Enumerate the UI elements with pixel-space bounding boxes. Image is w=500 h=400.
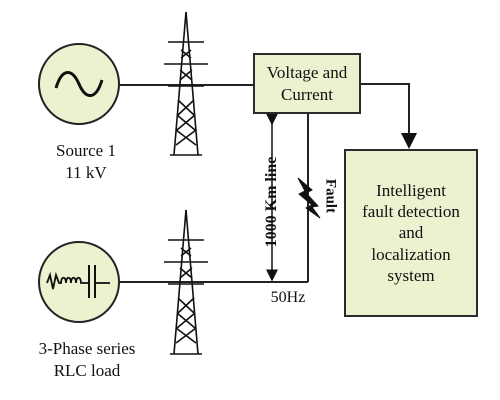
rlc-load-symbol <box>38 241 120 323</box>
fault-detection-block: Intelligent fault detection and localiza… <box>344 149 478 317</box>
transmission-tower-lower-icon <box>164 209 208 355</box>
fault-label: Fault <box>322 178 339 214</box>
resistor-inductor-icon <box>46 271 89 290</box>
voltage-current-label: Voltage and Current <box>266 63 348 104</box>
ac-source-symbol <box>38 43 120 125</box>
capacitor-icon <box>88 265 110 298</box>
fault-detection-label: Intelligent fault detection and localiza… <box>362 180 460 285</box>
source-label: Source 1 11 kV <box>56 141 116 183</box>
frequency-label: 50Hz <box>270 289 306 306</box>
voltage-current-block: Voltage and Current <box>253 53 361 114</box>
sine-wave-icon <box>54 71 104 97</box>
signal-arrow <box>361 83 417 149</box>
fault-lightning-icon <box>297 177 321 219</box>
line-length-label: 1000 Km line <box>263 156 280 248</box>
transmission-tower-upper-icon <box>164 11 208 156</box>
load-label: 3-Phase series RLC load <box>38 339 136 381</box>
